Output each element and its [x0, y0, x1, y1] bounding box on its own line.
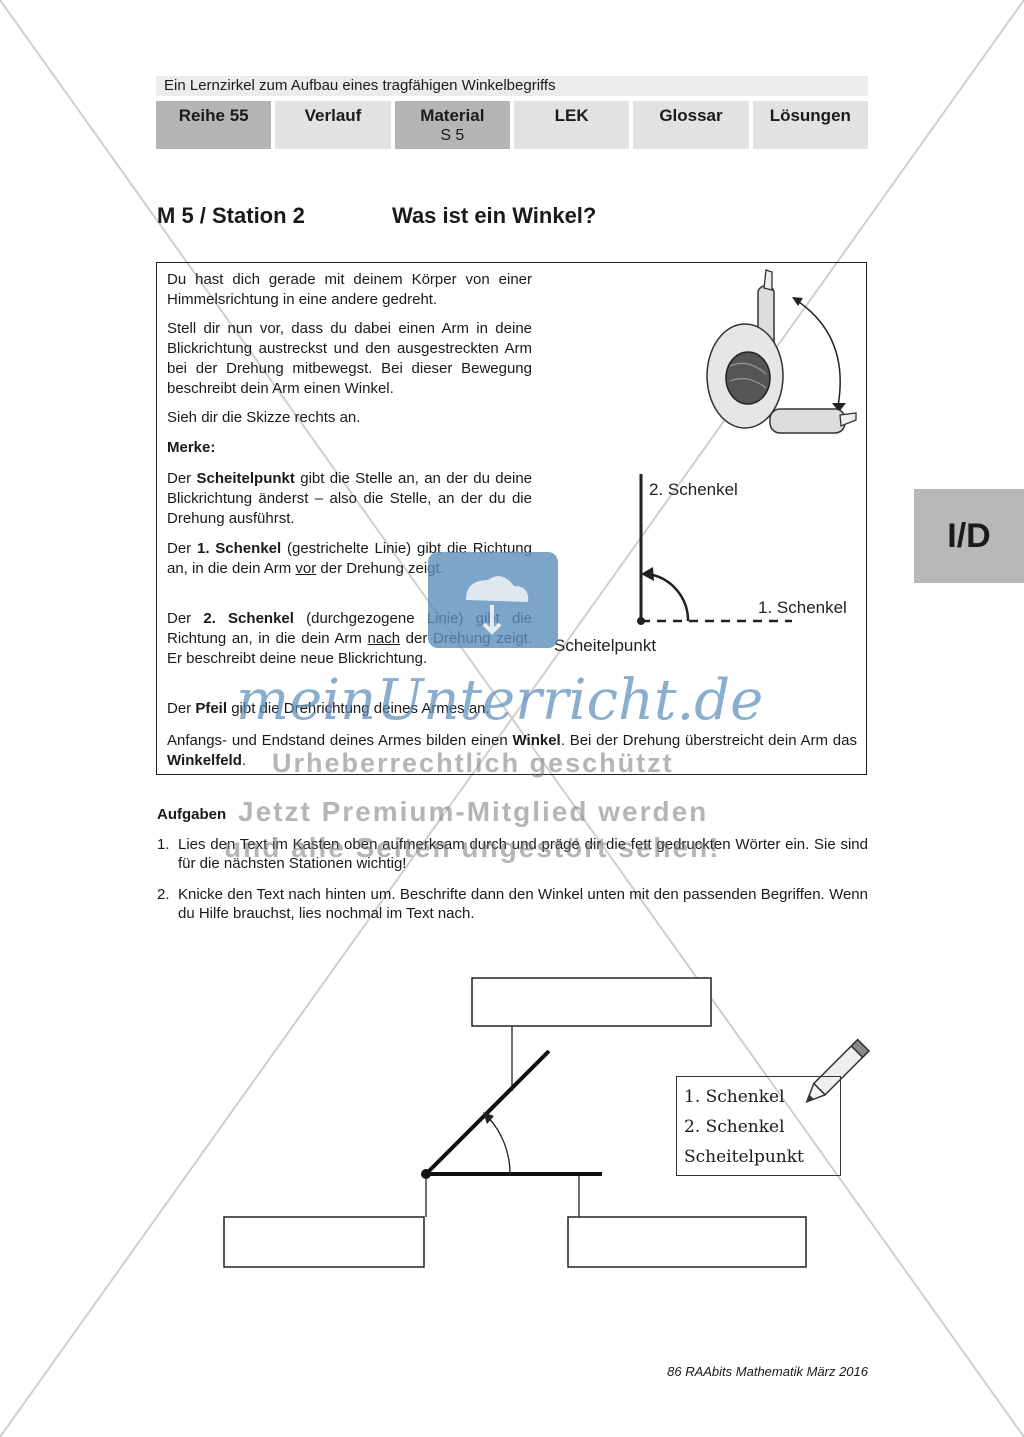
station-title: M 5 / Station 2 — [157, 203, 305, 228]
text-intro: Du hast dich gerade mit deinem Körper vo… — [167, 271, 532, 308]
tab-verlauf[interactable]: Verlauf — [275, 101, 391, 149]
word-item: Scheitelpunkt — [684, 1147, 804, 1167]
answer-box-left[interactable] — [223, 1216, 425, 1268]
vertex-dot — [637, 617, 645, 625]
word-item: 2. Schenkel — [684, 1117, 785, 1137]
label-schenkel2: 2. Schenkel — [649, 480, 738, 499]
exercise-vertex-dot — [421, 1169, 431, 1179]
tab-reihe[interactable]: Reihe 55 — [156, 101, 272, 149]
label-scheitelpunkt: Scheitelpunkt — [554, 636, 656, 655]
watermark-logo: meinUnterricht.de — [236, 668, 764, 733]
tab-lek[interactable]: LEK — [513, 101, 630, 149]
word-item: 1. Schenkel — [684, 1087, 785, 1107]
watermark-line1: Urheberrechtlich geschützt — [272, 748, 674, 778]
text-pfeil: Der Pfeil gibt die Drehrichtung deines A… — [167, 700, 490, 717]
watermark-line3: und alle Seiten ungestört sehen! — [224, 832, 721, 863]
tab-glossar[interactable]: Glossar — [633, 101, 749, 149]
text-schenkel1: Der 1. Schenkel (gestrichelte Linie) gib… — [167, 540, 532, 577]
text-sketch: Sieh dir die Skizze rechts an. — [167, 409, 361, 426]
arrow-head — [641, 567, 654, 581]
text-arm: Stell dir nun vor, dass du dabei einen A… — [167, 320, 532, 397]
task-1: 1.Lies den Text im Kasten oben aufmerksa… — [157, 836, 868, 872]
series-title: Ein Lernzirkel zum Aufbau eines tragfähi… — [156, 76, 868, 96]
watermark-line2: Jetzt Premium-Mitglied werden — [238, 796, 709, 827]
answer-box-top[interactable] — [471, 977, 712, 1027]
side-tab: I/D — [914, 489, 1024, 583]
label-schenkel1: 1. Schenkel — [758, 598, 847, 617]
word-box: 1. Schenkel 2. Schenkel Scheitelpunkt — [676, 1076, 841, 1176]
task-2: 2.Knicke den Text nach hinten um. Beschr… — [157, 886, 868, 922]
footer: 86 RAAbits Mathematik März 2016 — [667, 1364, 868, 1379]
merke-label: Merke: — [167, 439, 216, 456]
tasks-heading: Aufgaben — [157, 806, 227, 823]
watermark-cloud-icon — [428, 552, 558, 648]
labeling-diagram — [223, 977, 807, 1268]
answer-box-right[interactable] — [567, 1216, 807, 1268]
text-winkel: Anfangs- und Endstand deines Armes bilde… — [167, 732, 857, 769]
angle-sketch: 2. Schenkel 1. Schenkel Scheitelpunkt — [554, 474, 847, 655]
tab-loesungen[interactable]: Lösungen — [752, 101, 868, 149]
info-box — [156, 262, 867, 775]
page-title: Was ist ein Winkel? — [392, 203, 597, 228]
person-illustration — [706, 269, 857, 434]
text-scheitelpunkt: Der Scheitelpunkt gibt die Stelle an, an… — [167, 470, 533, 527]
tab-material-page: S 5 — [440, 127, 465, 144]
pencil-icon — [805, 1038, 870, 1104]
